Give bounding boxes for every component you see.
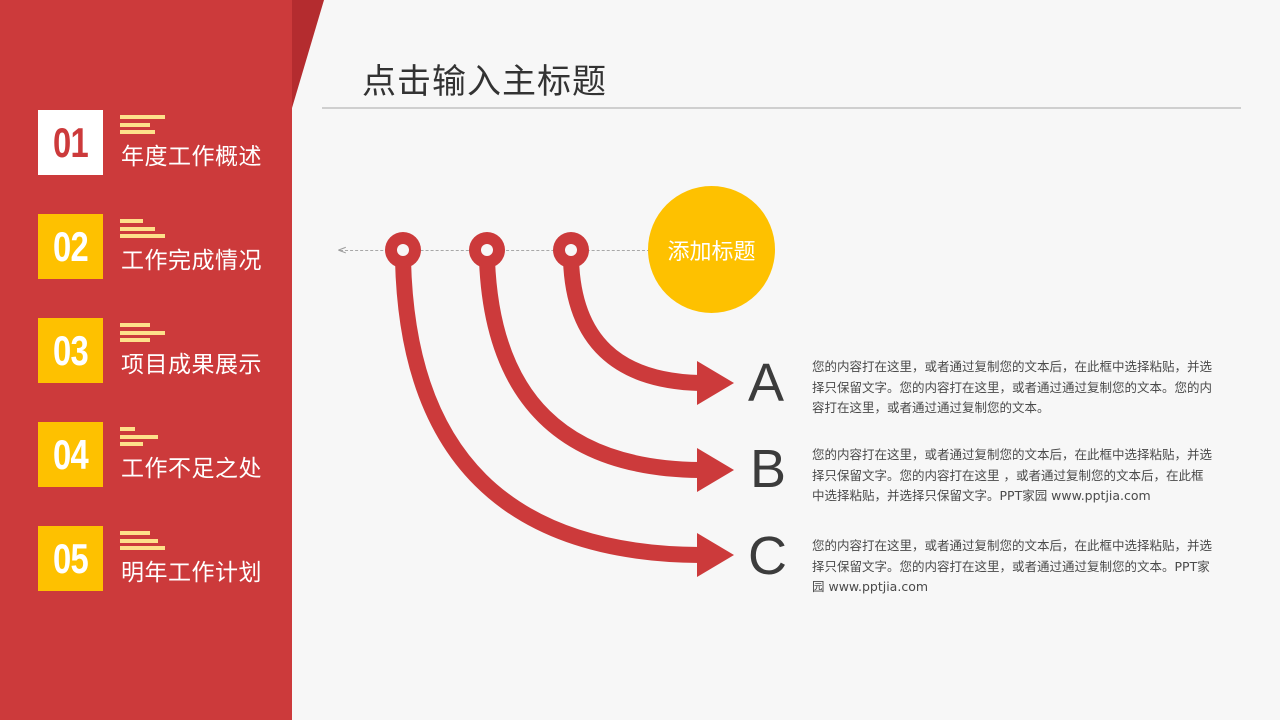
topic-circle[interactable]: 添加标题 — [648, 186, 775, 313]
arrowhead-a-icon — [697, 361, 734, 405]
branch-letter-c: C — [748, 526, 787, 586]
number-badge: 01 — [38, 110, 103, 175]
sidebar-item-4[interactable]: 04 工作不足之处 — [38, 422, 288, 488]
title-divider — [322, 107, 1241, 109]
sidebar-item-label: 工作不足之处 — [121, 456, 262, 482]
sidebar-item-label: 明年工作计划 — [121, 560, 262, 586]
number-badge: 03 — [38, 318, 103, 383]
arrowhead-b-icon — [697, 448, 734, 492]
sidebar-item-label: 项目成果展示 — [121, 352, 262, 378]
number-badge: 05 — [38, 526, 103, 591]
branch-text-a[interactable]: 您的内容打在这里，或者通过复制您的文本后，在此框中选择粘贴，并选择只保留文字。您… — [812, 359, 1213, 415]
arrowhead-c-icon — [697, 533, 734, 577]
bars-icon — [120, 427, 158, 450]
bars-icon — [120, 219, 165, 242]
sidebar-item-5[interactable]: 05 明年工作计划 — [38, 526, 288, 592]
number-badge: 04 — [38, 422, 103, 487]
bars-icon — [120, 531, 165, 554]
sidebar-item-1[interactable]: 01 年度工作概述 — [38, 110, 288, 176]
sidebar-item-3[interactable]: 03 项目成果展示 — [38, 318, 288, 384]
branch-letter-b: B — [750, 439, 787, 499]
sidebar-item-label: 年度工作概述 — [121, 144, 262, 170]
curve-a — [563, 259, 701, 391]
curve-b — [479, 259, 701, 478]
bars-icon — [120, 323, 165, 346]
branch-text-c[interactable]: 您的内容打在这里，或者通过复制您的文本后，在此框中选择粘贴，并选择只保留文字。您… — [812, 538, 1213, 594]
number-badge: 02 — [38, 214, 103, 279]
arrow-left-icon: < — [337, 243, 348, 257]
curve-c — [395, 259, 701, 563]
branch-letter-a: A — [748, 353, 785, 413]
bars-icon — [120, 115, 165, 138]
sidebar-item-label: 工作完成情况 — [121, 248, 262, 274]
branch-text-b[interactable]: 您的内容打在这里，或者通过复制您的文本后，在此框中选择粘贴，并选择只保留文字。您… — [812, 447, 1213, 503]
sidebar-item-2[interactable]: 02 工作完成情况 — [38, 214, 288, 280]
header-fold-decoration — [292, 0, 324, 108]
page-title[interactable]: 点击输入主标题 — [362, 62, 607, 102]
topic-label: 添加标题 — [667, 239, 756, 265]
